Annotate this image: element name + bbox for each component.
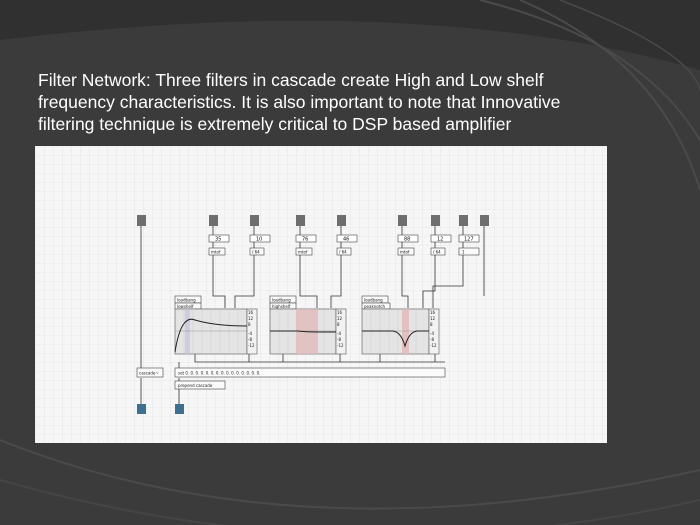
patch-screenshot: 35 10 76 46 88 12 127 mtof / 64 mtof / 6… [35,146,607,443]
svg-text:loadbang: loadbang [177,298,196,303]
set-message[interactable]: set 0. 0. 0. 0. 0. 0. 0. 0. 0. 0. 0. 0. … [174,367,446,378]
response-curve [270,330,336,333]
svg-text:76: 76 [302,237,308,243]
gain-scale [335,308,347,355]
svg-text:16: 16 [248,310,254,315]
title-line-2: frequency characteristics. It is also im… [38,92,561,112]
svg-text:127: 127 [464,237,474,243]
mtof-object[interactable]: mtof [295,247,313,256]
svg-text:highshelf: highshelf [272,304,291,309]
svg-text:10: 10 [256,237,262,243]
svg-text:mtof: mtof [211,250,221,255]
number-box[interactable]: 88 [397,234,419,243]
svg-text:12: 12 [248,316,254,321]
divide-object[interactable]: / 64 [249,247,265,256]
svg-text:88: 88 [404,237,410,243]
mtof-object[interactable]: mtof [397,247,415,256]
svg-text:12: 12 [437,237,443,243]
svg-text:16: 16 [337,310,343,315]
number-box-row: 35 10 76 46 88 12 127 [208,234,480,243]
number-box[interactable]: 46 [336,234,358,243]
svg-text:1: 1 [462,250,465,255]
svg-text:8: 8 [430,322,433,327]
svg-text:lowshelf: lowshelf [177,304,194,309]
svg-text:46: 46 [343,237,349,243]
svg-text:prepend cascade: prepend cascade [178,383,213,388]
svg-text:/ 64: / 64 [433,250,441,255]
prepend-object[interactable]: prepend cascade [174,380,226,390]
number-box[interactable]: 35 [208,234,230,243]
svg-text:mtof: mtof [400,250,410,255]
number-box[interactable]: 127 [458,234,480,243]
svg-text:-8: -8 [248,337,252,342]
one-object[interactable]: 1 [458,247,480,256]
svg-text:-8: -8 [430,337,434,342]
svg-text:12: 12 [430,316,436,321]
response-curve [362,330,429,348]
object-box-row: mtof / 64 mtof / 64 mtof / 64 1 [208,247,480,256]
svg-text:mtof: mtof [298,250,308,255]
svg-text:-12: -12 [430,343,437,348]
number-box[interactable]: 12 [430,234,452,243]
svg-text:12: 12 [337,316,343,321]
svg-text:35: 35 [215,237,221,243]
number-box[interactable]: 76 [295,234,317,243]
filter-graph-lowshelf[interactable]: loadbang lowshelf 16 12 8 -4 -8 -12 [174,295,258,355]
svg-text:-4: -4 [430,331,434,336]
svg-text:-12: -12 [248,343,255,348]
filter-graph-peaknotch[interactable]: loadbang peaknotch 16 12 8 -4 -8 -12 [361,295,440,355]
svg-text:peaknotch: peaknotch [364,304,386,309]
svg-text:loadbang: loadbang [364,298,383,303]
filter-graph-highshelf[interactable]: loadbang highshelf 16 12 8 -4 -8 -12 [269,295,347,355]
mtof-object[interactable]: mtof [208,247,226,256]
svg-text:loadbang: loadbang [272,298,291,303]
cascade-object[interactable]: cascade~ [136,367,164,378]
slide-title: Filter Network: Three filters in cascade… [38,69,678,135]
title-line-1: Filter Network: Three filters in cascade… [38,70,544,90]
svg-text:16: 16 [430,310,436,315]
divide-object[interactable]: / 64 [336,247,352,256]
divide-object[interactable]: / 64 [430,247,446,256]
title-line-3: filtering technique is extremely critica… [38,114,512,134]
gain-scale [428,308,440,355]
svg-text:-4: -4 [248,331,252,336]
svg-text:8: 8 [337,322,340,327]
number-box[interactable]: 10 [249,234,271,243]
gain-scale [246,308,258,355]
svg-text:/ 64: / 64 [252,250,260,255]
svg-text:set 0. 0. 0. 0. 0. 0. 0. 0. 0.: set 0. 0. 0. 0. 0. 0. 0. 0. 0. 0. 0. 0. … [178,371,260,376]
svg-text:-8: -8 [337,337,341,342]
svg-text:-12: -12 [337,343,344,348]
svg-text:8: 8 [248,322,251,327]
response-curve [174,318,248,353]
inlet-boxes [137,215,489,226]
svg-text:/ 64: / 64 [339,250,347,255]
outlet-boxes [137,404,184,414]
svg-text:cascade~: cascade~ [139,371,159,376]
svg-text:-4: -4 [337,331,341,336]
